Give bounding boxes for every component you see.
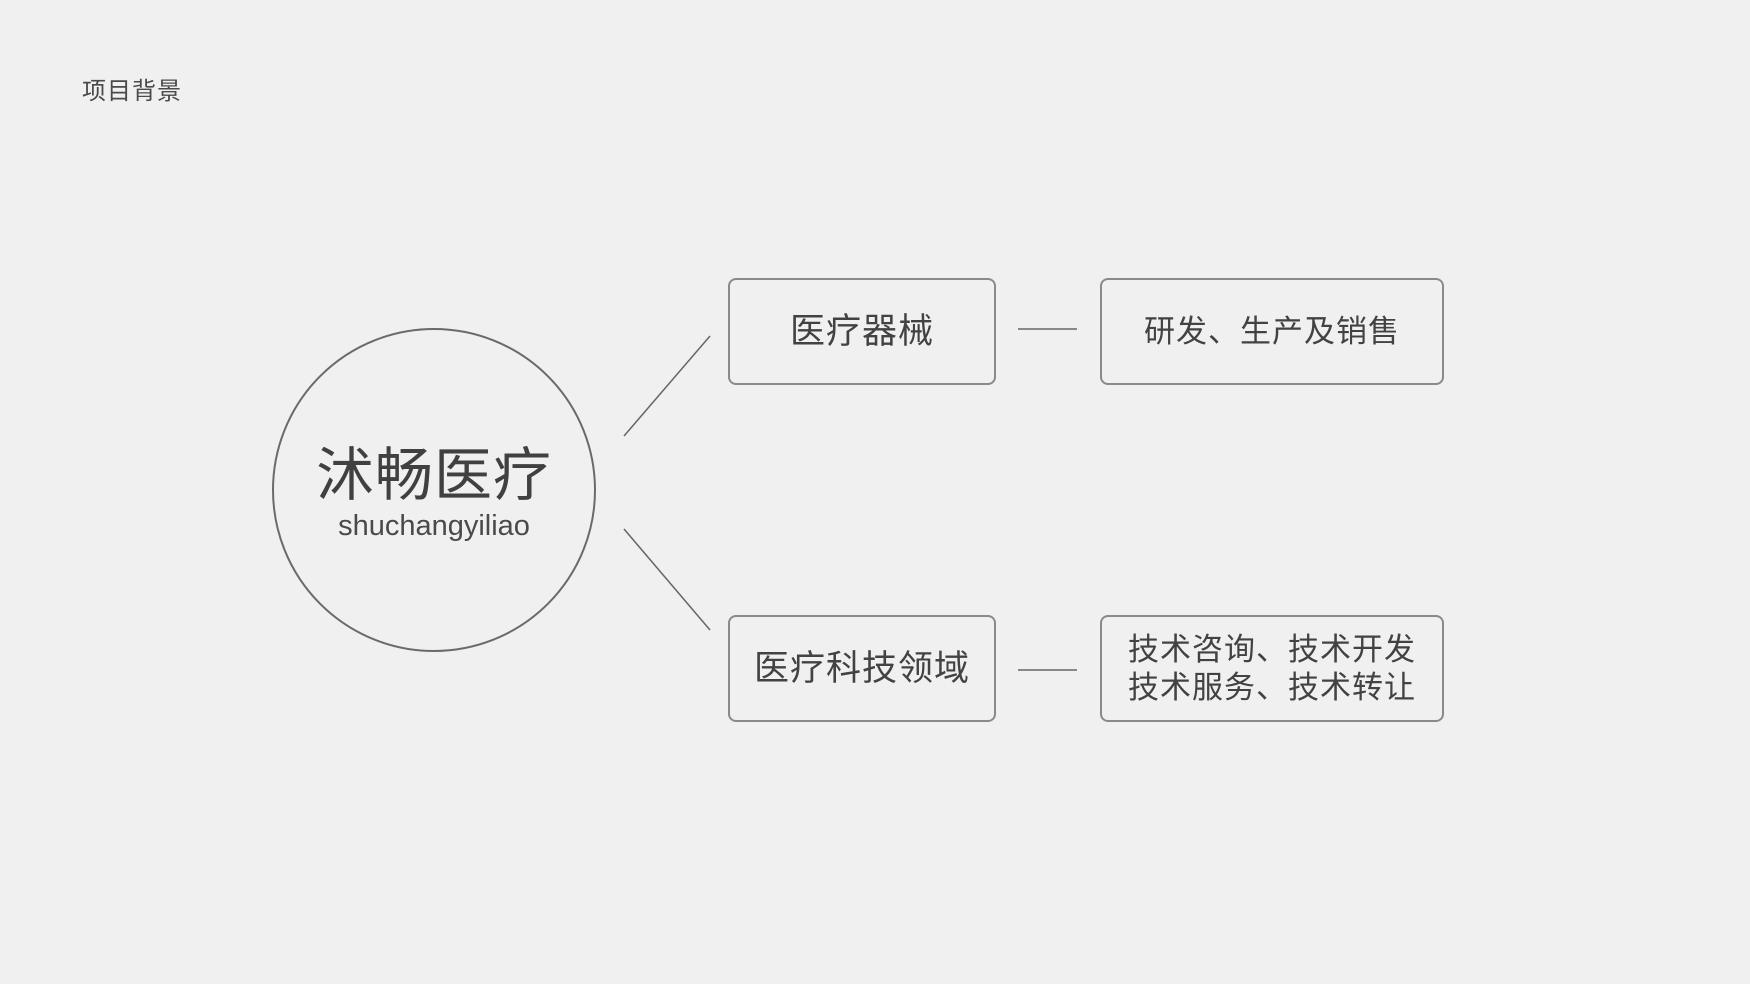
connector-center-to-medical-devices <box>623 335 711 437</box>
center-node-title: 沭畅医疗 <box>315 441 552 509</box>
medical-tech-detail-box: 技术咨询、技术开发 技术服务、技术转让 <box>1100 615 1444 722</box>
medical-devices-box: 医疗器械 <box>728 278 996 385</box>
medical-tech-detail-line-2: 技术服务、技术转让 <box>1128 669 1416 706</box>
medical-tech-detail-line-1: 技术咨询、技术开发 <box>1128 631 1416 668</box>
medical-tech-box: 医疗科技领域 <box>728 615 996 722</box>
connector-center-to-medical-tech <box>623 528 711 631</box>
center-node-subtitle: shuchangyiliao <box>338 510 530 542</box>
medical-devices-detail-line-1: 研发、生产及销售 <box>1144 313 1400 350</box>
page-title: 项目背景 <box>82 77 182 105</box>
center-node-circle <box>272 328 596 652</box>
medical-tech-label: 医疗科技领域 <box>753 648 970 689</box>
medical-devices-label: 医疗器械 <box>789 311 934 352</box>
medical-devices-detail-box: 研发、生产及销售 <box>1100 278 1444 385</box>
